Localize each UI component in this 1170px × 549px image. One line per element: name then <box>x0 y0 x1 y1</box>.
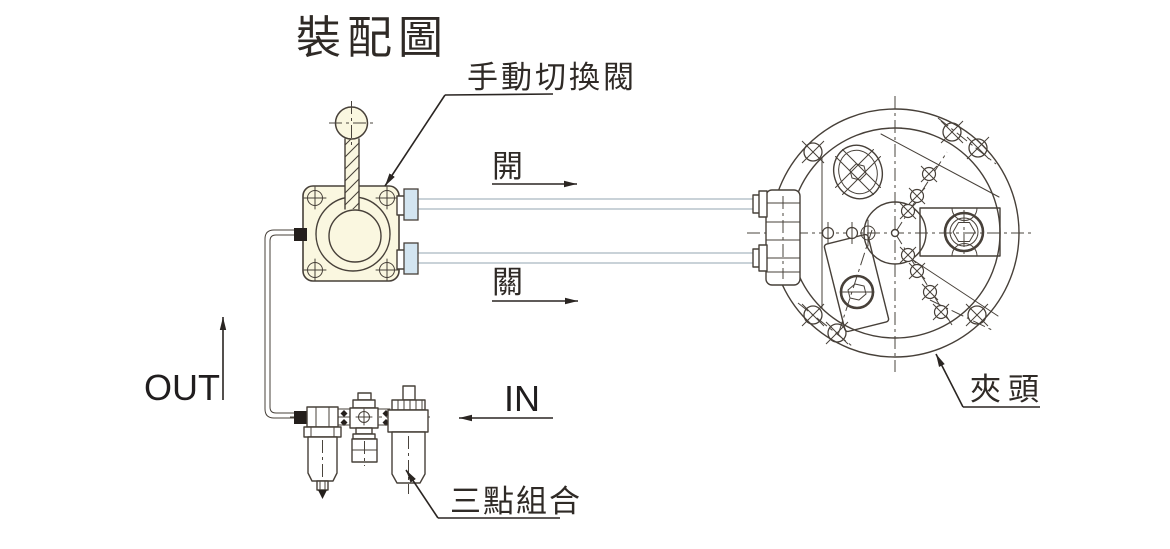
open-label: 開 <box>492 149 523 185</box>
tube-fitting-chuck-bottom <box>752 244 768 272</box>
air-tube-open <box>416 198 755 210</box>
label-out: OUT <box>144 317 227 408</box>
tube-fitting-valve-top <box>396 188 419 221</box>
close-label: 關 <box>492 265 523 301</box>
chuck-slot-block <box>823 229 890 336</box>
label-manual-valve: 手動切換閥 <box>384 60 637 187</box>
pipe-valve-to-frl <box>264 229 295 419</box>
label-open: 開 <box>492 149 577 188</box>
out-label: OUT <box>144 367 220 408</box>
frl-unit <box>290 385 432 499</box>
valve-knob <box>329 101 374 147</box>
frl-filter <box>303 406 342 499</box>
manual-switch-valve <box>294 101 419 282</box>
page-title: 裝配圖 <box>296 11 449 64</box>
chuck-manifold <box>752 189 801 286</box>
frl-lubricator <box>387 385 429 494</box>
tube-fitting-valve-bottom <box>396 242 419 275</box>
valve-corner-screws <box>303 186 399 282</box>
frl-regulator <box>349 392 379 466</box>
label-chuck: 夾頭 <box>935 353 1046 408</box>
chuck-pulley-feature <box>832 144 884 200</box>
frl-label: 三點組合 <box>450 484 582 520</box>
label-frl: 三點組合 <box>405 469 582 520</box>
valve-outlet-connector <box>294 228 307 241</box>
frl-inlet-connector <box>294 411 307 424</box>
chuck-label: 夾頭 <box>970 372 1046 408</box>
label-in: IN <box>459 378 553 422</box>
chuck-clamp-block <box>919 207 1001 257</box>
in-label: IN <box>504 378 540 419</box>
air-tube-close <box>416 252 755 264</box>
manual-valve-label: 手動切換閥 <box>467 60 637 96</box>
chuck <box>747 96 1035 372</box>
tube-fitting-chuck-top <box>752 190 768 218</box>
valve-lever <box>344 138 360 210</box>
label-close: 關 <box>492 265 578 305</box>
